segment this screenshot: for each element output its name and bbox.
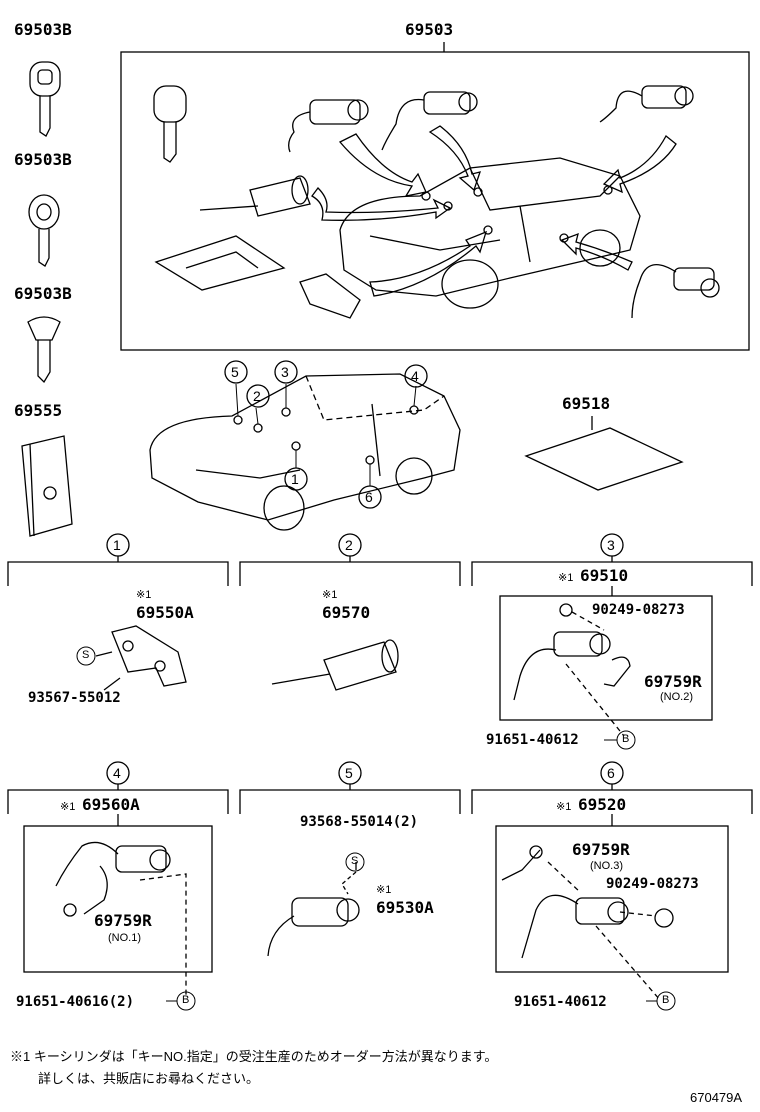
part-number: 90249-08273: [592, 602, 685, 618]
part-number: 69759R: [94, 911, 152, 930]
callout-number: 6: [365, 489, 373, 505]
footnote-line: ※1 キーシリンダは「キーNO.指定」の受注生産のためオーダー方法が異なります。: [10, 1049, 498, 1064]
part-number: 69570: [322, 603, 371, 622]
section-number: 6: [607, 765, 615, 781]
footnote-line: 詳しくは、共販店にお尋ねください。: [38, 1071, 260, 1086]
part-number: 69518: [562, 394, 611, 413]
order-note-mark: ※1: [322, 589, 338, 601]
part-number: 91651-40612: [514, 994, 607, 1010]
part-number: 69503B: [14, 284, 72, 303]
section-number: 2: [345, 537, 353, 553]
section-number: 4: [113, 765, 121, 781]
plate-icon: [21, 435, 73, 537]
cylinder-icon: [55, 841, 187, 996]
car-outline: [149, 373, 461, 531]
latch-part-icon: [95, 625, 187, 691]
section-divider: [7, 556, 753, 814]
clip-mark: B: [662, 994, 670, 1006]
screw-mark: S: [82, 649, 90, 661]
part-number: 69759R: [644, 672, 702, 691]
section-number: 3: [607, 537, 615, 553]
diagram-code: 670479A: [690, 1090, 743, 1105]
part-number: 90249-08273: [606, 876, 699, 892]
cylinder-icon: [501, 845, 674, 1001]
cylinder-icon: [513, 603, 631, 737]
clip-mark: B: [182, 994, 190, 1006]
clip-mark: B: [622, 733, 630, 745]
key-icon: [153, 85, 187, 163]
part-number: 69759R: [572, 840, 630, 859]
part-number: 69503: [405, 20, 454, 39]
cylinder-icon: [381, 91, 478, 151]
tag-icon: [154, 235, 286, 291]
part-number: 69503B: [14, 20, 72, 39]
cylinder-icon: [599, 85, 694, 123]
subassembly-frame: [499, 595, 713, 721]
cylinder-icon: [288, 99, 369, 153]
part-number: 93567-55012: [28, 690, 121, 706]
part-number: 93568-55014(2): [300, 814, 419, 830]
location-dot: [421, 185, 613, 243]
tool-icon: [271, 639, 399, 691]
part-number: 69550A: [136, 603, 194, 622]
part-number: 69510: [580, 566, 629, 585]
order-note-mark: ※1: [136, 589, 152, 601]
callout-number: 4: [411, 368, 419, 384]
cylinder-icon: [299, 273, 361, 319]
order-note-mark: ※1: [556, 801, 572, 813]
order-note-mark: ※1: [60, 801, 76, 813]
part-note: (NO.2): [660, 691, 693, 703]
set-frame: [120, 51, 750, 351]
cylinder-icon: [631, 264, 720, 319]
cylinder-icon: [267, 862, 360, 957]
part-number: 69520: [578, 795, 627, 814]
part-number: 91651-40612: [486, 732, 579, 748]
part-note: (NO.1): [108, 932, 141, 944]
callout-circle: [106, 360, 624, 785]
section-number: 1: [113, 537, 121, 553]
tool-icon: [199, 175, 311, 217]
part-number: 69503B: [14, 150, 72, 169]
order-note-mark: ※1: [376, 884, 392, 896]
tag-icon: [524, 416, 684, 491]
key-icon: [27, 316, 61, 384]
callout-number: 3: [281, 364, 289, 380]
screw-mark: S: [351, 855, 359, 867]
arrow-shape: [311, 125, 677, 297]
callout-number: 5: [231, 364, 239, 380]
part-number: 69530A: [376, 898, 434, 917]
part-number: 69560A: [82, 795, 140, 814]
callout-number: 1: [291, 471, 299, 487]
callout-number: 2: [253, 388, 261, 404]
key-icon: [29, 61, 61, 137]
order-note-mark: ※1: [558, 572, 574, 584]
part-note: (NO.3): [590, 860, 623, 872]
part-number: 69555: [14, 401, 63, 420]
location-dot: [233, 405, 419, 465]
section-number: 5: [345, 765, 353, 781]
key-icon: [28, 194, 60, 267]
part-number: 91651-40616(2): [16, 994, 135, 1010]
